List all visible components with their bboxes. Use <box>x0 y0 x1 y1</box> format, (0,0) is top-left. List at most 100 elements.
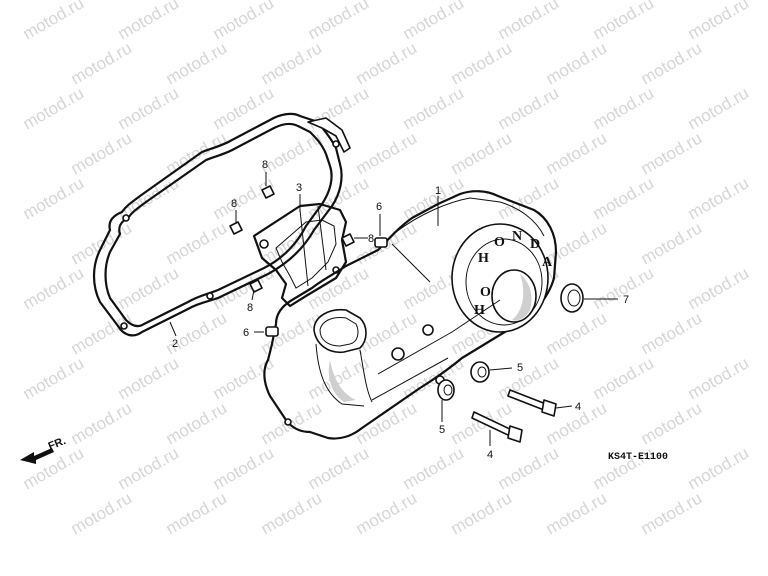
cover-letter-d: D <box>530 237 540 252</box>
callout-2: 2 <box>172 338 178 350</box>
watermark-text: motod.ru <box>163 488 231 538</box>
watermark-text: motod.ru <box>115 353 183 403</box>
watermark-text: motod.ru <box>20 353 88 403</box>
watermark-text: motod.ru <box>543 38 611 88</box>
callout-8a: 8 <box>262 159 268 171</box>
callout-4a: 4 <box>575 401 581 413</box>
watermark-text: motod.ru <box>68 488 136 538</box>
watermark-text: motod.ru <box>638 488 706 538</box>
watermark-text: motod.ru <box>685 353 753 403</box>
watermark-text: motod.ru <box>258 38 326 88</box>
watermark-text: motod.ru <box>685 0 753 43</box>
watermark-text: motod.ru <box>495 0 563 43</box>
watermark-text: motod.ru <box>685 443 753 493</box>
watermark-text: motod.ru <box>495 443 563 493</box>
watermark-text: motod.ru <box>115 83 183 133</box>
watermark-text: motod.ru <box>448 398 516 448</box>
watermark-text: motod.ru <box>210 83 278 133</box>
callout-5a: 5 <box>517 362 523 374</box>
callout-5b: 5 <box>439 424 445 436</box>
cap-part <box>560 283 584 313</box>
callout-8c: 8 <box>368 233 374 245</box>
watermark-text: motod.ru <box>685 173 753 223</box>
cover-letter-o: O <box>494 235 505 250</box>
watermark-text: motod.ru <box>495 353 563 403</box>
diagram-code: KS4T-E1100 <box>608 452 668 463</box>
watermark-text: motod.ru <box>210 0 278 43</box>
watermark-text: motod.ru <box>543 308 611 358</box>
transmission-cover-part: H O N D A H O <box>263 190 558 440</box>
small-bolt-a <box>261 185 275 199</box>
small-bolt-d <box>249 279 263 293</box>
watermark-text: motod.ru <box>685 83 753 133</box>
watermark-text: motod.ru <box>590 83 658 133</box>
cover-letter-h: H <box>478 251 489 266</box>
callout-3: 3 <box>296 182 302 194</box>
watermark-text: motod.ru <box>163 218 231 268</box>
watermark-text: motod.ru <box>638 38 706 88</box>
watermark-text: motod.ru <box>448 128 516 178</box>
callout-8d: 8 <box>247 302 253 314</box>
watermark-text: motod.ru <box>20 0 88 43</box>
watermark-text: motod.ru <box>20 173 88 223</box>
callout-4b: 4 <box>487 449 493 461</box>
watermark-text: motod.ru <box>400 83 468 133</box>
callout-6b: 6 <box>243 327 249 339</box>
small-bolt-c <box>341 233 355 247</box>
gasket-part <box>92 112 351 337</box>
watermark-text: motod.ru <box>305 443 373 493</box>
watermark-text: motod.ru <box>163 398 231 448</box>
watermark-text: motod.ru <box>68 398 136 448</box>
watermark-text: motod.ru <box>68 218 136 268</box>
watermark-text: motod.ru <box>115 443 183 493</box>
callout-6a: 6 <box>376 201 382 213</box>
leader-lines <box>169 172 618 446</box>
cover-letter-o2: O <box>480 285 491 300</box>
inner-cover-part <box>252 202 348 308</box>
watermark-text: motod.ru <box>448 38 516 88</box>
watermark-text: motod.ru <box>543 488 611 538</box>
callout-7: 7 <box>623 294 629 306</box>
watermark-text: motod.ru <box>353 128 421 178</box>
callout-8b: 8 <box>231 198 237 210</box>
watermark-text: motod.ru <box>353 38 421 88</box>
watermark-text: motod.ru <box>543 218 611 268</box>
watermark-text: motod.ru <box>638 218 706 268</box>
watermark-text: motod.ru <box>590 173 658 223</box>
watermark-text: motod.ru <box>210 173 278 223</box>
watermark-text: motod.ru <box>448 488 516 538</box>
watermark-text: motod.ru <box>68 38 136 88</box>
callouts: 1 2 3 4 4 5 5 6 6 7 8 8 8 8 <box>172 159 629 461</box>
watermark-text: motod.ru <box>68 128 136 178</box>
watermark-text: motod.ru <box>258 488 326 538</box>
watermark-text: motod.ru <box>305 0 373 43</box>
callout-1: 1 <box>435 185 441 197</box>
cover-letter-a: A <box>542 255 553 270</box>
dowel-pin-a <box>374 237 388 248</box>
bolt-part-a <box>507 389 557 417</box>
dowel-pin-b <box>265 326 279 337</box>
cover-letter-h2: H <box>474 303 485 318</box>
watermark-text: motod.ru <box>590 443 658 493</box>
watermark-text: motod.ru <box>495 83 563 133</box>
watermark-text: motod.ru <box>638 398 706 448</box>
damper-part-a <box>470 361 490 383</box>
watermark-text: motod.ru <box>210 443 278 493</box>
watermark-text: motod.ru <box>163 128 231 178</box>
watermark-text: motod.ru <box>400 173 468 223</box>
watermark-text: motod.ru <box>638 308 706 358</box>
cover-letter-n: N <box>512 229 522 244</box>
watermark-text: motod.ru <box>590 353 658 403</box>
watermark-text: motod.ru <box>353 488 421 538</box>
small-bolt-b <box>229 221 243 235</box>
watermark-text: motod.ru <box>20 83 88 133</box>
watermark-text: motod.ru <box>543 128 611 178</box>
arrow-left-icon <box>20 448 54 464</box>
watermark-text: motod.ru <box>115 263 183 313</box>
watermark-text: motod.ru <box>163 38 231 88</box>
watermark-text: motod.ru <box>638 128 706 178</box>
watermark-text: motod.ru <box>590 0 658 43</box>
bolt-part-b <box>471 411 523 443</box>
watermark-text: motod.ru <box>305 83 373 133</box>
